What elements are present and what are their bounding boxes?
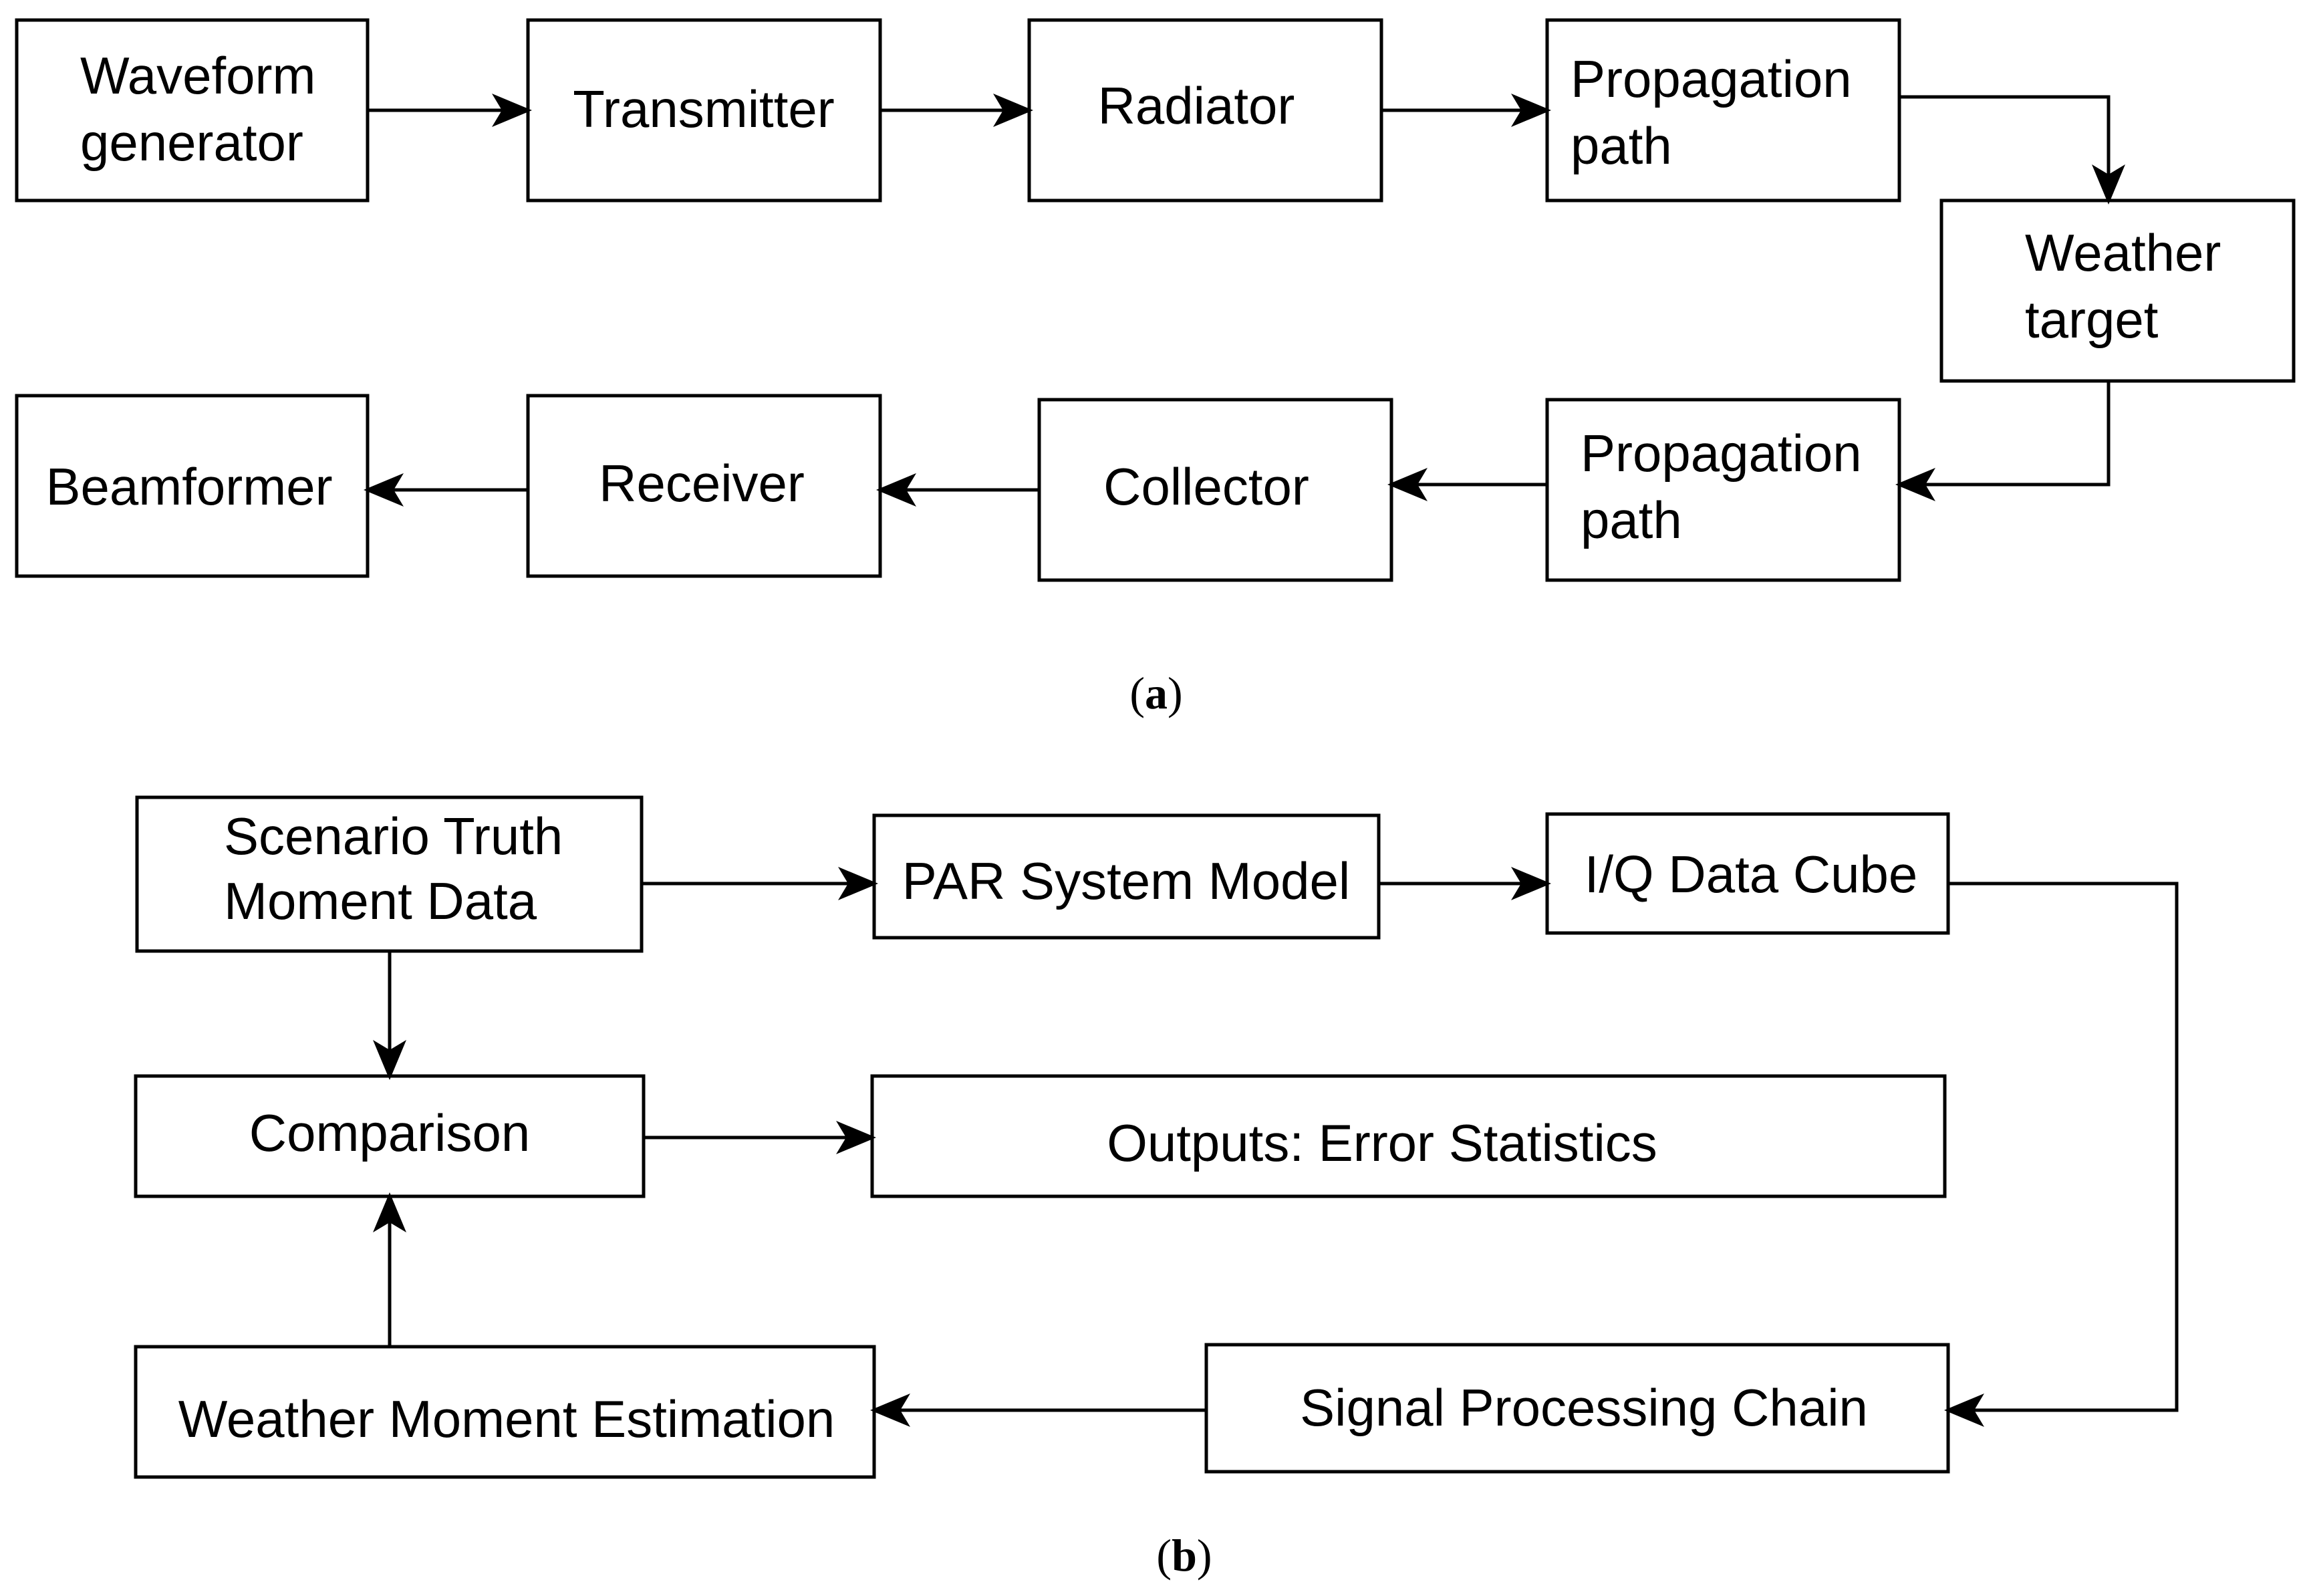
- node-transmitter: Transmitter: [526, 18, 882, 203]
- node-weather-moment-estimation-label: Weather Moment Estimation: [178, 1389, 835, 1448]
- node-radiator: Radiator: [1027, 18, 1383, 203]
- node-receiver: Receiver: [526, 394, 882, 578]
- edge-propagation-to-weather-target: [1899, 95, 2125, 205]
- caption-a: (a): [1129, 668, 1182, 718]
- node-scenario-truth-label: Scenario Truth Moment Data: [224, 807, 577, 930]
- node-radiator-label: Radiator: [1098, 76, 1295, 135]
- node-iq-data-cube: I/Q Data Cube: [1545, 812, 1950, 935]
- node-weather-target-label: Weather target: [2025, 223, 2236, 349]
- node-transmitter-label: Transmitter: [573, 80, 835, 138]
- panel-b: Scenario Truth Moment Data PAR System Mo…: [134, 795, 2179, 1581]
- node-signal-processing-chain-label: Signal Processing Chain: [1300, 1378, 1868, 1437]
- edge-weather-target-to-propagation: [1895, 381, 2111, 501]
- node-par-system-model: PAR System Model: [872, 813, 1381, 940]
- node-waveform-generator-label: Waveform generator: [80, 46, 330, 172]
- node-outputs: Outputs: Error Statistics: [870, 1074, 1947, 1198]
- node-beamformer-label: Beamformer: [45, 457, 332, 516]
- node-propagation-path-out-label: Propagation path: [1571, 49, 1866, 175]
- node-signal-processing-chain: Signal Processing Chain: [1204, 1343, 1950, 1474]
- node-waveform-generator: Waveform generator: [15, 18, 370, 203]
- node-receiver-label: Receiver: [599, 454, 805, 513]
- node-propagation-path-back-label: Propagation path: [1581, 424, 1876, 549]
- edge-iq-cube-to-signal-processing: [1944, 882, 2179, 1427]
- node-propagation-path-back: Propagation path: [1545, 398, 1901, 582]
- node-beamformer: Beamformer: [15, 394, 370, 578]
- node-collector: Collector: [1037, 398, 1393, 582]
- panel-a: Waveform generator Transmitter Radiator …: [15, 18, 2296, 718]
- node-collector-label: Collector: [1103, 457, 1309, 516]
- node-weather-moment-estimation: Weather Moment Estimation: [134, 1345, 876, 1479]
- node-propagation-path-out: Propagation path: [1545, 18, 1901, 203]
- node-outputs-label: Outputs: Error Statistics: [1107, 1113, 1657, 1172]
- node-iq-data-cube-label: I/Q Data Cube: [1585, 845, 1918, 904]
- node-weather-target: Weather target: [1939, 198, 2296, 383]
- caption-b: (b): [1156, 1530, 1212, 1581]
- node-par-system-model-label: PAR System Model: [902, 851, 1350, 910]
- node-scenario-truth: Scenario Truth Moment Data: [135, 795, 644, 953]
- node-comparison-label: Comparison: [249, 1103, 531, 1162]
- node-comparison: Comparison: [134, 1074, 646, 1198]
